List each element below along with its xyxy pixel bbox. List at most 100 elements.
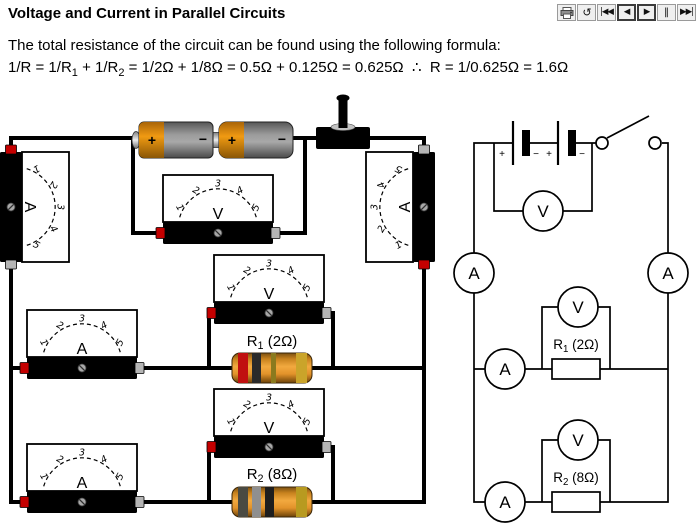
schematic-switch-lever xyxy=(606,115,650,139)
battery-minus-label: − xyxy=(199,131,207,147)
schematic-meter-letter: A xyxy=(499,493,511,512)
print-icon xyxy=(560,6,573,19)
resistor-band xyxy=(238,353,248,383)
meter-screw-slot xyxy=(78,364,86,372)
meter-letter: A xyxy=(397,201,414,212)
meter-terminal-gray xyxy=(134,362,145,374)
formula-segment: = 1/2Ω + 1/8Ω = 0.5Ω + 0.125Ω = 0.625Ω ∴… xyxy=(124,59,569,76)
resistor-band xyxy=(238,487,248,517)
step-back-button[interactable]: ◀ xyxy=(617,4,636,21)
schematic-battery-voltmeter xyxy=(522,190,564,232)
meter-screw-slot xyxy=(265,443,273,451)
battery-plate-short xyxy=(568,130,576,156)
resistor-band xyxy=(271,353,276,383)
schematic-switch xyxy=(595,115,662,150)
meter-scale-number: 2 xyxy=(190,185,201,198)
switch-lever-knob[interactable] xyxy=(336,94,350,102)
meter-scale-number: 5 xyxy=(301,282,314,293)
pause-button[interactable]: ‖ xyxy=(657,4,676,21)
meter-dial-arc xyxy=(26,168,56,246)
switch-base[interactable] xyxy=(316,127,370,149)
print-button[interactable] xyxy=(557,4,576,21)
meter-scale-number: 4 xyxy=(99,454,110,467)
meter-screw-slot xyxy=(7,203,15,211)
meter-scale-number: 5 xyxy=(250,202,263,213)
play-button[interactable]: ▶ xyxy=(637,4,656,21)
meter-scale-number: 2 xyxy=(54,454,65,467)
schematic-right-ammeter xyxy=(647,252,689,294)
reload-button[interactable]: ↺ xyxy=(577,4,596,21)
meter-scale-number: 4 xyxy=(99,320,110,333)
schematic-circuit: + − + − A A V V xyxy=(453,115,689,523)
meter-scale-number: 1 xyxy=(173,202,186,213)
battery-cell-2: + − xyxy=(218,121,294,159)
skip-start-button[interactable]: |◀◀ xyxy=(597,4,616,21)
r2-resistor: R2 (8Ω) xyxy=(231,466,313,518)
meter-terminal-gray xyxy=(5,259,17,270)
schematic-meter-letter: A xyxy=(662,264,674,283)
meter-scale-number: 3 xyxy=(370,204,381,210)
meter-dial-arc xyxy=(379,168,409,246)
meter-letter: A xyxy=(77,341,88,358)
meter-terminal-gray xyxy=(134,496,145,508)
resistor-band xyxy=(252,353,261,383)
schematic-left-ammeter xyxy=(453,252,495,294)
r2-bands xyxy=(238,487,307,517)
resistor-band xyxy=(296,353,307,383)
meter-dial-arc xyxy=(230,402,308,432)
meter-dial-arc xyxy=(43,323,121,353)
meter-scale-number: 2 xyxy=(54,320,65,333)
meter-scale-number: 4 xyxy=(235,185,246,198)
schematic-r1-voltmeter xyxy=(557,286,599,328)
schematic-meter-letter: A xyxy=(499,360,511,379)
meter-dial-arc xyxy=(43,457,121,487)
meter-scale-number: 3 xyxy=(79,448,85,459)
meter-scale-number: 2 xyxy=(241,399,252,412)
meter-scale-number: 4 xyxy=(286,265,297,278)
schematic-r2-voltmeter xyxy=(557,419,599,461)
switch[interactable] xyxy=(316,94,370,150)
meter-terminal-gray xyxy=(270,227,281,239)
formula-segment: 1 xyxy=(71,67,78,79)
meter-scale-number: 1 xyxy=(37,471,50,482)
meter-terminal-red xyxy=(5,144,17,155)
meter-screw-slot xyxy=(420,203,428,211)
skip-end-button[interactable]: ▶▶| xyxy=(677,4,696,21)
meter-letter: V xyxy=(264,420,275,437)
meter-scale-number: 2 xyxy=(241,265,252,278)
r1-bands xyxy=(238,353,307,383)
meter-scale-number: 1 xyxy=(224,416,237,427)
meter-scale-number: 2 xyxy=(47,179,60,190)
meter-screw-slot xyxy=(78,498,86,506)
meter-scale-number: 3 xyxy=(79,314,85,325)
formula-segment: 2 xyxy=(118,67,125,79)
meter-terminal-red xyxy=(155,227,166,239)
meter-scale-number: 5 xyxy=(301,416,314,427)
meter-scale-number: 5 xyxy=(31,239,42,252)
meter-terminal-red xyxy=(19,362,30,374)
schematic-plus-label: + xyxy=(499,149,505,160)
schematic-switch-contact xyxy=(595,136,609,150)
meter-terminal-red xyxy=(19,496,30,508)
r1-resistor: R1 (2Ω) xyxy=(231,333,313,384)
meter-letter: A xyxy=(21,202,38,213)
meter-letter: V xyxy=(213,206,224,223)
meter-scale-number: 1 xyxy=(224,282,237,293)
description-text: The total resistance of the circuit can … xyxy=(8,37,501,54)
meter-scale-number: 4 xyxy=(47,224,60,235)
battery-minus-label: − xyxy=(278,131,286,147)
switch-lever[interactable] xyxy=(338,98,348,128)
meter-scale-number: 3 xyxy=(266,259,272,270)
schematic-minus-label: − xyxy=(579,149,585,160)
resistor-band xyxy=(265,487,274,517)
meter-screw-slot xyxy=(214,229,222,237)
schematic-meter-letter: V xyxy=(572,431,584,450)
resistor-band xyxy=(252,487,261,517)
schematic-r1-box xyxy=(551,358,601,380)
